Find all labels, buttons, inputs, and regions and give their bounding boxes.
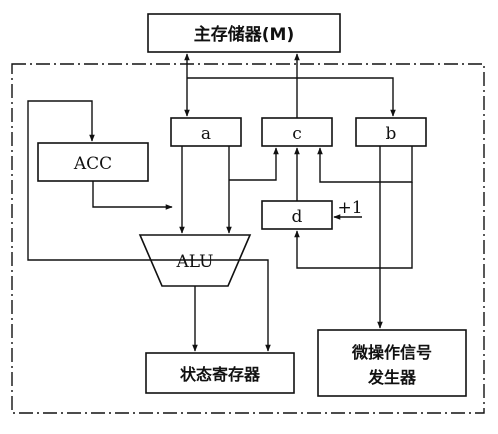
register-d-label: d — [292, 207, 303, 227]
status-register-label: 状态寄存器 — [180, 365, 261, 384]
status-register: 状态寄存器 — [145, 352, 295, 394]
micro-op-generator-line1: 微操作信号 — [351, 343, 432, 362]
accumulator-label: ACC — [73, 154, 112, 174]
alu-label: ALU — [176, 252, 214, 272]
accumulator: ACC — [37, 142, 149, 182]
path-alu-acc — [27, 100, 250, 261]
path-b-d — [294, 182, 413, 269]
micro-op-generator: 微操作信号 发生器 — [317, 329, 467, 397]
path-a-c — [229, 147, 279, 181]
register-b-label: b — [386, 124, 397, 144]
register-c-label: c — [292, 124, 302, 144]
bus-memory-b — [187, 77, 396, 117]
main-memory-label: 主存储器(M) — [194, 24, 294, 45]
main-memory-block: 主存储器(M) — [147, 13, 341, 53]
register-a-label: a — [201, 124, 211, 144]
path-b-c — [317, 146, 413, 183]
register-b: b — [355, 117, 427, 147]
path-alu-status-2 — [250, 259, 271, 352]
cpu-boundary — [11, 63, 485, 414]
micro-op-generator-line2: 发生器 — [367, 368, 417, 387]
path-acc-alu — [92, 181, 173, 210]
register-a: a — [170, 117, 242, 147]
increment-label: +1 — [337, 198, 362, 218]
register-d: d — [261, 200, 333, 230]
register-c: c — [261, 117, 333, 147]
